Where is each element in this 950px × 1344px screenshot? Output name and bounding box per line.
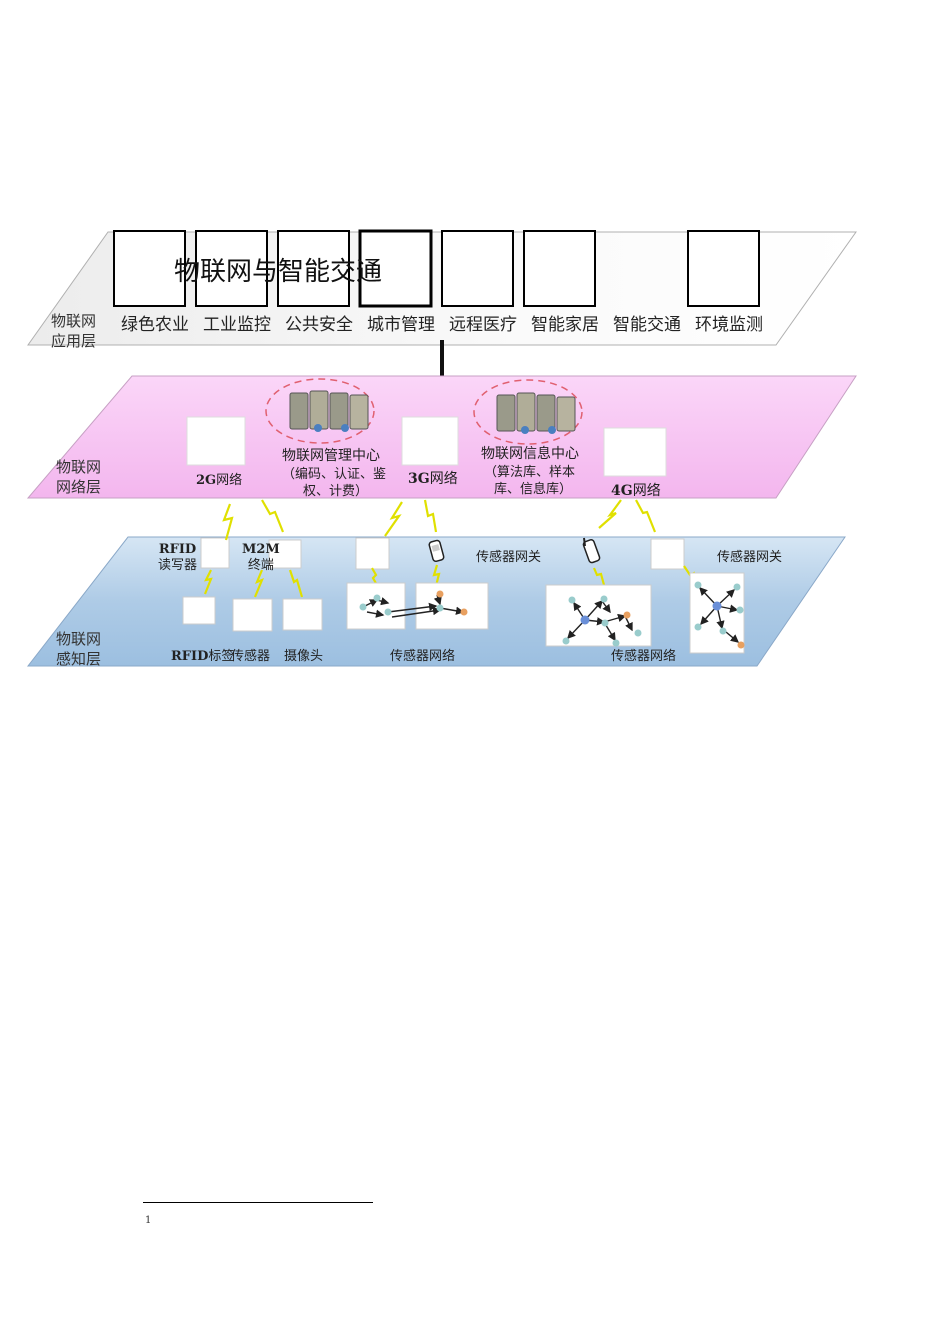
net-3g-prefix: 3G (408, 471, 430, 487)
diagram-title: 物联网与智能交通 (174, 257, 383, 287)
perception-layer-label-line2: 感知层 (56, 649, 102, 668)
application-layer-label-line2: 应用层 (51, 331, 97, 350)
net-4g-label: 4G网络 (611, 483, 661, 500)
mgmt-center-desc-line2: 权、计费） (303, 484, 369, 499)
sensor-network-1-graphic (346, 582, 489, 630)
app-label-environment-monitoring: 环境监测 (695, 315, 763, 335)
info-center-desc-line1: （算法库、样本 (484, 465, 576, 480)
net-4g-prefix: 4G (611, 483, 633, 499)
net-3g-suffix: 网络 (429, 471, 458, 487)
layer-connector (440, 340, 444, 378)
sensor-gateway-1-label: 传感器网关 (476, 550, 542, 565)
sensor-label: 传感器 (231, 649, 271, 664)
m2m-terminal-line2: 终端 (247, 557, 274, 573)
app-label-public-safety: 公共安全 (285, 315, 353, 335)
network-layer-label: 物联网 网络层 (56, 458, 101, 497)
phone-icon-4g (582, 537, 601, 564)
net-2g-prefix: 2G (196, 473, 217, 488)
network-layer-label-line2: 网络层 (56, 477, 102, 496)
rfid-tag-prefix: RFID (171, 649, 209, 664)
app-label-smart-home: 智能家居 (531, 315, 599, 335)
net-3g-label: 3G网络 (408, 471, 458, 488)
info-center-circle (473, 379, 583, 445)
m2m-terminal-line1: M2M (242, 542, 280, 557)
application-icon-frames (113, 229, 760, 308)
perception-layer-label-line1: 物联网 (56, 630, 102, 648)
app-label-smart-transport: 智能交通 (613, 315, 681, 335)
net-4g-suffix: 网络 (632, 483, 661, 499)
app-label-telemedicine: 远程医疗 (449, 315, 517, 335)
camera-label: 摄像头 (284, 649, 324, 664)
app-label-industrial-monitoring: 工业监控 (203, 315, 271, 335)
application-layer-label: 物联网 应用层 (51, 312, 96, 351)
perception-layer-label: 物联网 感知层 (56, 630, 101, 669)
info-center-name: 物联网信息中心 (481, 446, 579, 462)
mgmt-center-server-icon (289, 390, 369, 432)
net-2g-label: 2G网络 (196, 473, 242, 489)
footnote-rule (143, 1202, 373, 1203)
m2m-terminal-label: M2M 终端 (242, 542, 280, 573)
sensor-network-1-label: 传感器网络 (390, 649, 456, 664)
info-center-server-icon (496, 392, 576, 434)
sensor-network-3-graphic (689, 572, 745, 654)
net-2g-suffix: 网络 (216, 473, 243, 488)
footnote-number: 1 (145, 1215, 152, 1226)
app-label-urban-management: 城市管理 (367, 315, 435, 335)
rfid-reader-label: RFID 读写器 (158, 542, 197, 573)
sensor-network-2-graphic (545, 584, 652, 647)
application-layer-label-line1: 物联网 (51, 312, 97, 330)
rfid-reader-line2: 读写器 (158, 557, 198, 573)
network-layer-label-line1: 物联网 (56, 458, 102, 476)
app-label-green-agriculture: 绿色农业 (121, 315, 189, 335)
rfid-reader-line1: RFID (158, 542, 197, 557)
mgmt-center-name: 物联网管理中心 (282, 448, 380, 464)
sensor-gateway-2-label: 传感器网关 (717, 550, 783, 565)
rfid-tag-label: RFID标签 (171, 649, 234, 665)
rfid-tag-suffix: 标签 (208, 649, 235, 664)
phone-icon-3g (428, 539, 445, 563)
network-placeholder-boxes (186, 416, 667, 477)
mgmt-center-desc-line1: （编码、认证、鉴 (282, 467, 387, 482)
mgmt-center-circle (265, 378, 375, 444)
sensor-network-2-label: 传感器网络 (611, 649, 677, 664)
perception-placeholder-boxes (182, 537, 685, 632)
info-center-desc-line2: 库、信息库） (494, 482, 573, 497)
